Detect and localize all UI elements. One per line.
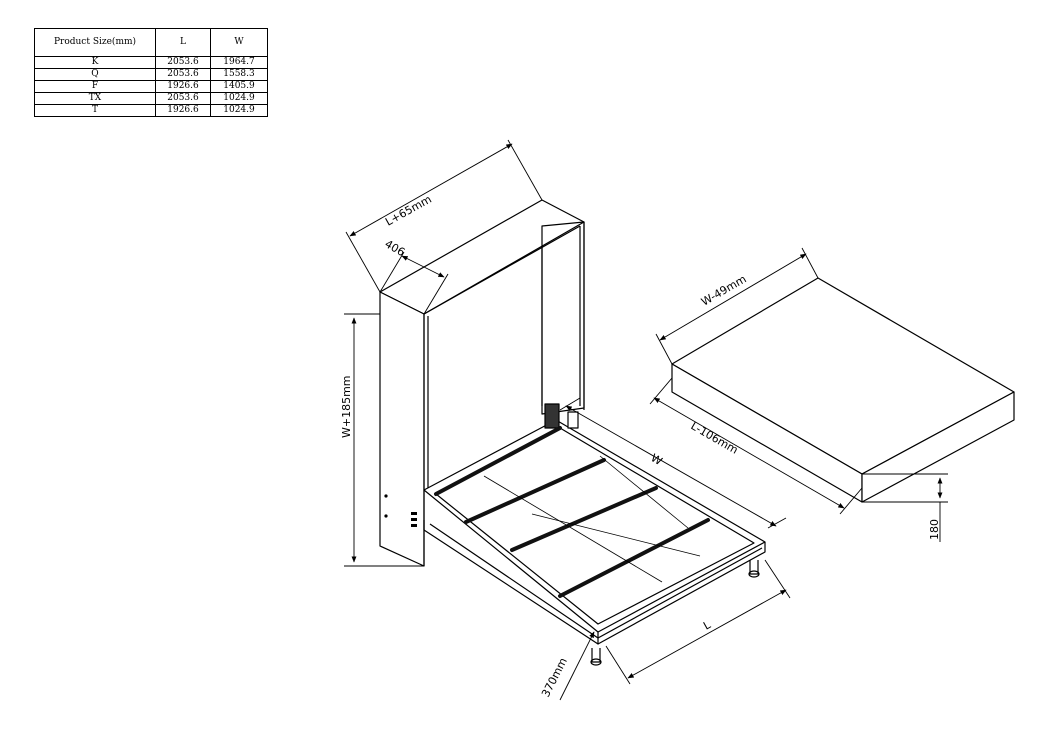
bed-leg-front bbox=[591, 648, 601, 663]
cabinet-top-face bbox=[379, 199, 585, 315]
table-row: Q 2053.6 1558.3 bbox=[34, 68, 268, 81]
dim-cabinet-height: W+185mm bbox=[340, 375, 353, 438]
dim-cabinet-width: L+65mm bbox=[383, 193, 434, 229]
cabinet-left-panel bbox=[379, 291, 425, 567]
dim-cabinet-depth: 406 bbox=[383, 237, 408, 259]
bed-leg-right bbox=[749, 560, 759, 575]
dim-bed-length: L bbox=[701, 618, 713, 633]
cell-w: 1024.9 bbox=[210, 104, 268, 117]
cabinet-holes bbox=[384, 494, 417, 527]
table-header-row: Product Size(mm) L W bbox=[34, 28, 268, 57]
dim-bed-height: 370mm bbox=[539, 656, 570, 700]
dimension-lines bbox=[344, 139, 948, 701]
cabinet-right-panel bbox=[541, 221, 585, 415]
cell-l: 1926.6 bbox=[155, 104, 211, 117]
dim-bed-width: W bbox=[649, 451, 665, 468]
bed-mechanism-bracket bbox=[544, 403, 560, 429]
dim-mattress-thickness: 180 bbox=[928, 519, 941, 540]
table-row: T 1926.6 1024.9 bbox=[34, 104, 268, 117]
mattress bbox=[671, 277, 1015, 503]
table-row: K 2053.6 1964.7 bbox=[34, 56, 268, 69]
mattress-side-face bbox=[861, 391, 1015, 503]
dim-mattress-width: W-49mm bbox=[699, 272, 749, 308]
product-size-table: Product Size(mm) L W K 2053.6 1964.7 Q 2… bbox=[34, 28, 268, 117]
